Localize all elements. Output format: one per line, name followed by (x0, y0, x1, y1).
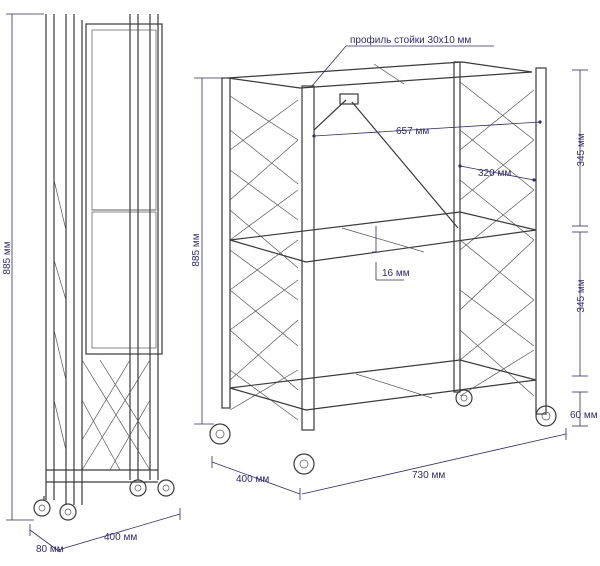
caster-icon (209, 423, 231, 445)
tier-top-label: 345 мм (576, 133, 587, 166)
profile-label: профиль стойки 30х10 мм (350, 34, 471, 46)
dimension-right-tiers: 345 мм 345 мм 60 мм (570, 69, 598, 427)
caster-icon (455, 389, 473, 407)
depth-inner-label: 657 мм (396, 126, 429, 137)
dimension-bottom: 400 мм 730 мм (211, 428, 567, 500)
dimension-front-height: 885 мм (191, 77, 222, 425)
depth-label: 400 мм (236, 474, 269, 485)
inner-width-label: 320 мм (478, 168, 511, 179)
gap-label: 16 мм (382, 268, 410, 279)
dimension-profile: профиль стойки 30х10 мм (311, 34, 494, 87)
caster-icon (33, 496, 51, 517)
folded-width-label: 400 мм (104, 532, 137, 543)
dimension-left-height: 885 мм (2, 13, 44, 521)
caster-icon (59, 503, 77, 521)
tier-mid-label: 345 мм (576, 279, 587, 312)
width-label: 730 мм (412, 470, 445, 481)
dimension-16: 16 мм (372, 226, 410, 281)
folded-rack (33, 14, 175, 521)
front-height-label: 885 мм (191, 233, 202, 266)
base-height-label: 60 мм (570, 410, 598, 421)
dimension-320: 320 мм (458, 164, 536, 182)
dimension-folded: 80 мм 400 мм (29, 508, 181, 555)
caster-icon (157, 479, 175, 497)
caster-icon (293, 453, 315, 475)
left-height-label: 885 мм (2, 241, 13, 274)
caster-icon (129, 479, 147, 497)
dimension-657: 657 мм (312, 120, 542, 138)
folded-depth-label: 80 мм (36, 544, 64, 555)
open-rack (209, 61, 557, 475)
caster-icon (535, 405, 557, 427)
